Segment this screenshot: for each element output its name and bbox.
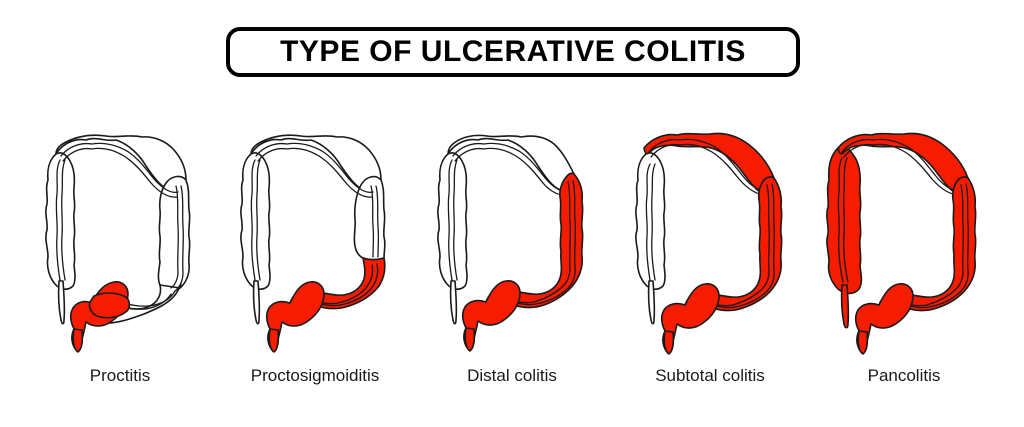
taenia-line-left-2 [256,159,261,281]
taenia-line-transverse-2 [454,147,563,196]
large-intestine-icon [437,134,584,352]
taenia-line-right-2 [170,185,179,289]
large-intestine-icon [45,134,191,353]
taenia-line-left-2 [651,163,656,281]
taenia-line-transverse-2 [62,147,178,198]
taenia-line-transverse-2 [257,147,373,198]
segment-anal-canal [72,328,84,353]
segment-anal-canal [663,330,675,355]
taenia-line-transverse-2 [650,143,765,196]
colitis-figure-proctosigmoiditis: Proctosigmoiditis [217,118,413,408]
taenia-line-transverse [452,142,566,192]
taenia-line-right-2 [370,185,375,258]
segment-appendix [449,280,458,325]
segment-descending-colon [353,175,386,261]
rectum-overlay [88,292,131,319]
large-intestine-icon [826,132,977,355]
colitis-figure-pancolitis: Pancolitis [806,118,1002,408]
taenia-line-transverse [841,138,960,191]
segment-appendix [57,280,66,325]
colitis-label-proctitis: Proctitis [89,366,151,385]
title-banner: TYPE OF ULCERATIVE COLITIS [226,27,800,77]
colitis-figure-subtotal-colitis: Subtotal colitis [612,118,808,408]
colitis-label-distal-colitis: Distal colitis [467,366,557,385]
taenia-line-left-2 [453,159,458,281]
segment-appendix [647,280,656,325]
ulcerative-colitis-diagram-row: Proctitis [0,118,1024,408]
segment-ascending-colon [45,152,76,290]
colitis-label-pancolitis: Pancolitis [867,366,941,385]
segment-ascending-colon [240,152,271,290]
segment-rectum [461,280,521,351]
segment-rectum [854,283,914,354]
segment-ascending-colon [635,152,666,290]
segment-anal-canal [464,327,476,352]
taenia-line-left [837,157,844,283]
taenia-line-transverse [255,142,374,194]
page-title: TYPE OF ULCERATIVE COLITIS [280,35,746,68]
segment-appendix [840,284,850,329]
taenia-line-transverse [60,142,179,194]
large-intestine-icon [240,134,386,353]
segment-anal-canal [857,330,869,355]
taenia-line-left [250,159,256,281]
segment-appendix [252,280,261,325]
large-intestine-icon [635,132,783,355]
colitis-label-subtotal-colitis: Subtotal colitis [655,366,765,385]
taenia-line-left [447,159,453,281]
colitis-figure-distal-colitis: Distal colitis [414,118,610,408]
taenia-line-left [55,159,61,281]
colitis-label-proctosigmoiditis: Proctosigmoiditis [250,366,380,385]
colitis-figure-proctitis: Proctitis [22,118,218,408]
segment-rectum [265,281,325,352]
taenia-line-right [174,185,184,292]
taenia-line-left-2 [61,159,66,281]
segment-anal-canal [268,328,280,353]
taenia-line-transverse [648,138,766,191]
taenia-line-transverse-2 [843,143,959,196]
taenia-line-left [645,163,651,281]
taenia-line-left-2 [843,157,849,283]
segment-ascending-colon [437,152,468,290]
segment-rectum [660,283,720,354]
taenia-line-right [375,185,380,258]
